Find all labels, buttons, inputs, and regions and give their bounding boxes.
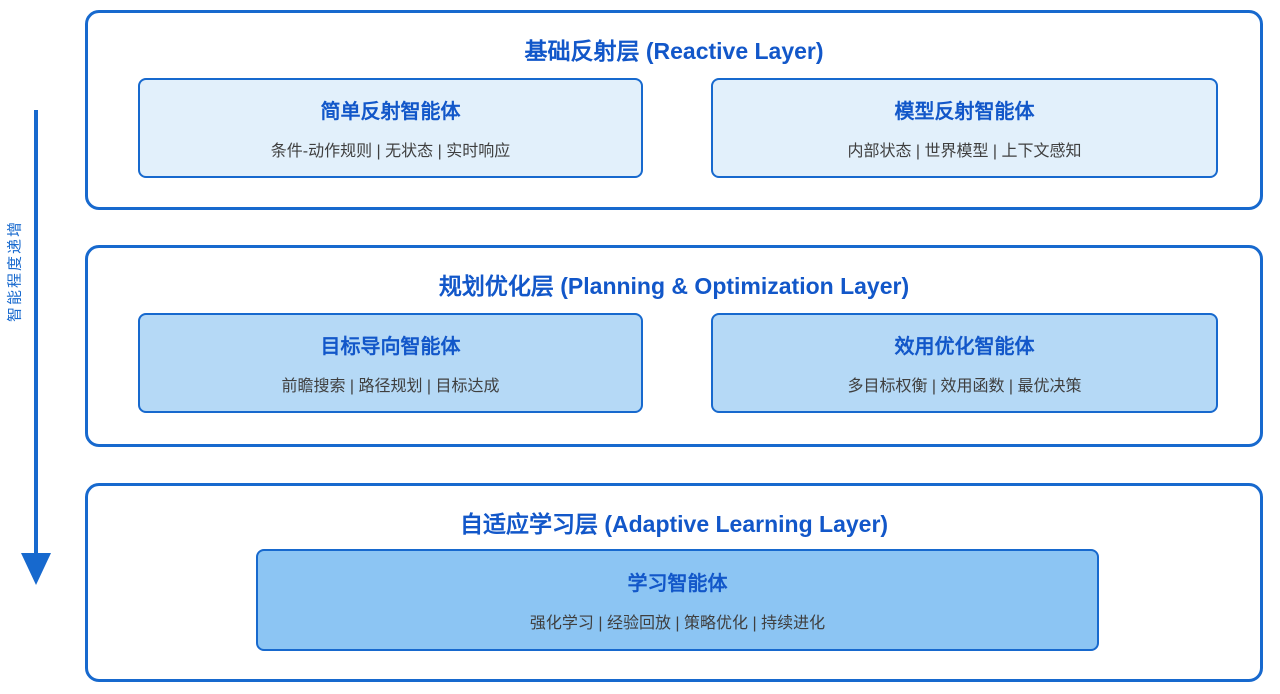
card-goal-based-agent-title: 目标导向智能体 (320, 336, 461, 358)
layer-reactive: 基础反射层 (Reactive Layer) 简单反射智能体 条件-动作规则 |… (85, 10, 1263, 210)
card-model-reflex-agent-subtitle: 内部状态 | 世界模型 | 上下文感知 (847, 143, 1082, 160)
card-learning-agent-title: 学习智能体 (627, 573, 728, 595)
card-learning-agent: 学习智能体 强化学习 | 经验回放 | 策略优化 | 持续进化 (256, 549, 1099, 651)
card-simple-reflex-agent: 简单反射智能体 条件-动作规则 | 无状态 | 实时响应 (138, 78, 643, 178)
card-utility-based-agent: 效用优化智能体 多目标权衡 | 效用函数 | 最优决策 (711, 313, 1218, 413)
card-goal-based-agent: 目标导向智能体 前瞻搜索 | 路径规划 | 目标达成 (138, 313, 643, 413)
card-simple-reflex-agent-subtitle: 条件-动作规则 | 无状态 | 实时响应 (270, 143, 511, 160)
card-model-reflex-agent-title: 模型反射智能体 (894, 101, 1035, 123)
card-utility-based-agent-subtitle: 多目标权衡 | 效用函数 | 最优决策 (847, 378, 1082, 395)
down-arrow-line (34, 110, 38, 556)
layer-adaptive-learning-title: 自适应学习层 (Adaptive Learning Layer) (459, 511, 889, 537)
intelligence-axis-label: 智能程度递增 (6, 219, 24, 323)
layer-planning-optimization: 规划优化层 (Planning & Optimization Layer) 目标… (85, 245, 1263, 447)
card-model-reflex-agent: 模型反射智能体 内部状态 | 世界模型 | 上下文感知 (711, 78, 1218, 178)
layer-reactive-title: 基础反射层 (Reactive Layer) (524, 38, 824, 64)
card-goal-based-agent-subtitle: 前瞻搜索 | 路径规划 | 目标达成 (281, 378, 500, 395)
card-learning-agent-subtitle: 强化学习 | 经验回放 | 策略优化 | 持续进化 (529, 615, 826, 632)
down-arrow-icon (21, 553, 51, 585)
intelligence-axis: 智能程度递增 (0, 0, 80, 694)
layer-adaptive-learning: 自适应学习层 (Adaptive Learning Layer) 学习智能体 强… (85, 483, 1263, 682)
layer-planning-optimization-title: 规划优化层 (Planning & Optimization Layer) (438, 273, 910, 299)
card-simple-reflex-agent-title: 简单反射智能体 (320, 101, 461, 123)
card-utility-based-agent-title: 效用优化智能体 (894, 336, 1035, 358)
